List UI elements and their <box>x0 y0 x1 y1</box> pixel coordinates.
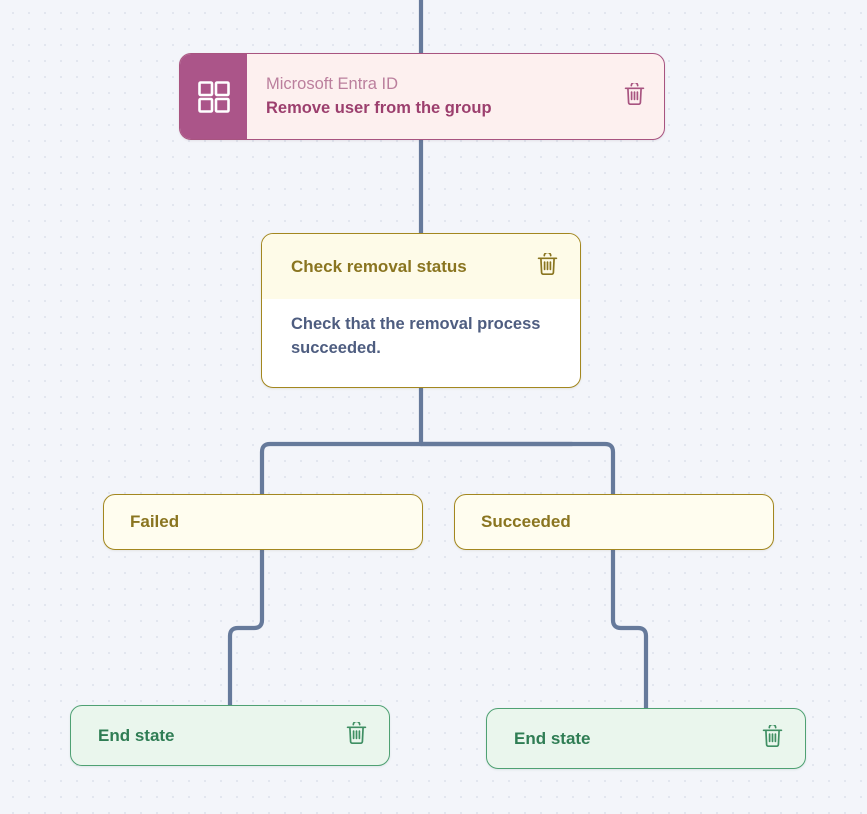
action-title: Remove user from the group <box>266 98 492 117</box>
condition-description: Check that the removal process succeeded… <box>291 315 541 357</box>
condition-header: Check removal status <box>262 234 580 299</box>
trash-icon <box>346 720 367 750</box>
edge-succeeded-to-end <box>610 547 649 711</box>
edge-split-left <box>259 441 575 497</box>
action-icon-container <box>180 54 247 139</box>
end-state-node-failed[interactable]: End state <box>70 705 390 766</box>
grid-2x2-icon <box>197 80 231 114</box>
edge-failed-to-end <box>227 547 265 708</box>
branch-label-succeeded: Succeeded <box>481 512 571 531</box>
action-node-microsoft-entra-id[interactable]: Microsoft Entra ID Remove user from the … <box>179 53 665 140</box>
edge-split-right <box>418 441 616 497</box>
end-state-label-failed: End state <box>98 725 175 745</box>
end-state-label-succeeded: End state <box>514 728 591 748</box>
end-state-node-succeeded[interactable]: End state <box>486 708 806 769</box>
delete-end-state-succeeded-button[interactable] <box>759 723 785 753</box>
trash-icon <box>537 251 558 281</box>
delete-action-node-button[interactable] <box>621 81 647 111</box>
action-text-block: Microsoft Entra ID Remove user from the … <box>266 73 492 120</box>
delete-end-state-failed-button[interactable] <box>343 720 369 750</box>
branch-label-failed: Failed <box>130 512 180 531</box>
branch-node-succeeded[interactable]: Succeeded <box>454 494 774 550</box>
delete-condition-node-button[interactable] <box>534 251 560 281</box>
trash-icon <box>624 81 645 111</box>
branch-node-failed[interactable]: Failed <box>103 494 423 550</box>
condition-body: Check that the removal process succeeded… <box>262 299 580 387</box>
trash-icon <box>762 723 783 753</box>
action-body: Microsoft Entra ID Remove user from the … <box>247 54 664 139</box>
action-subtitle: Microsoft Entra ID <box>266 75 399 94</box>
condition-node-check-removal-status[interactable]: Check removal status Check that the remo… <box>261 233 581 388</box>
condition-title: Check removal status <box>291 256 467 276</box>
